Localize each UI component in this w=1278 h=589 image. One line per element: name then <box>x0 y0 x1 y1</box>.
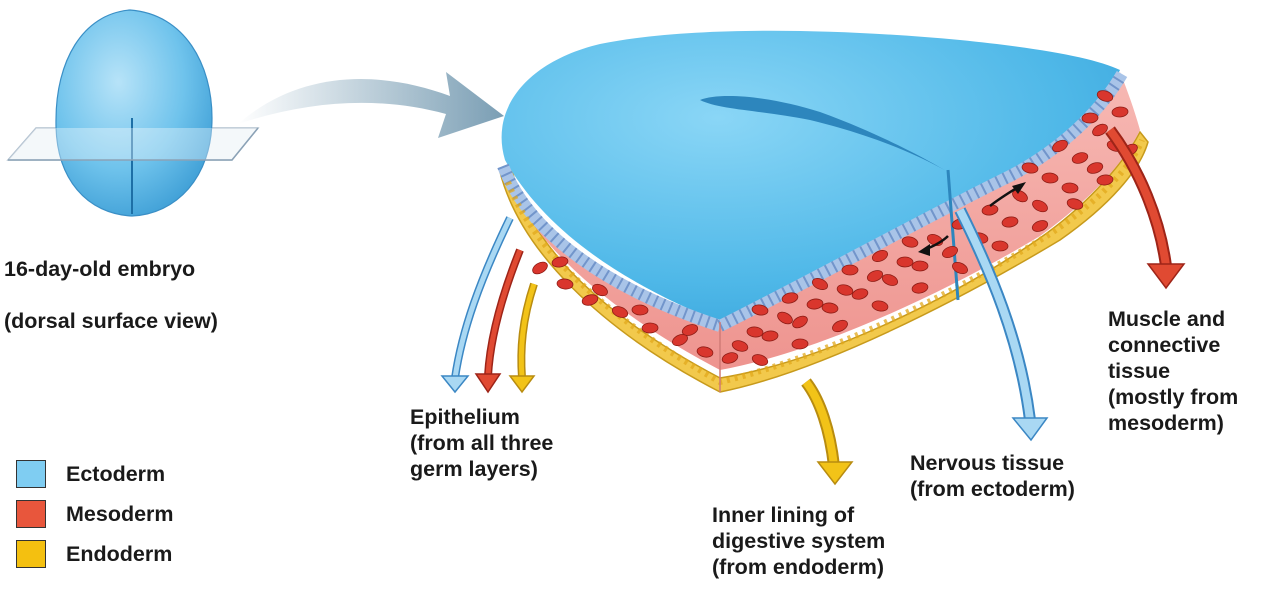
embryo-illustration <box>8 10 258 216</box>
embryo-caption: 16-day-old embryo (dorsal surface view) <box>4 230 218 360</box>
arrowhead-red-icon <box>476 374 500 392</box>
arrowhead-yellow-icon <box>818 462 852 484</box>
legend-label-ectoderm: Ectoderm <box>66 462 165 487</box>
mesoderm-cell <box>992 241 1008 252</box>
epithelium-arrows <box>442 218 534 392</box>
nervous-tissue-label: Nervous tissue (from ectoderm) <box>910 450 1075 502</box>
arrowhead-yellow-icon <box>510 376 534 392</box>
legend-label-mesoderm: Mesoderm <box>66 502 174 527</box>
arrowhead-blue-icon <box>1013 418 1047 440</box>
arrowhead-blue-icon <box>442 376 468 392</box>
legend: Ectoderm Mesoderm Endoderm <box>16 454 174 574</box>
muscle-connective-arrow <box>1110 130 1184 288</box>
transition-arrow-icon <box>238 72 504 138</box>
embryo-caption-line1: 16-day-old embryo <box>4 256 218 282</box>
mesoderm-cell <box>531 260 550 277</box>
legend-item-ectoderm: Ectoderm <box>16 454 174 494</box>
muscle-connective-label: Muscle and connective tissue (mostly fro… <box>1108 306 1238 436</box>
legend-item-endoderm: Endoderm <box>16 534 174 574</box>
legend-swatch-endoderm <box>16 540 46 568</box>
mesoderm-cell <box>842 265 858 275</box>
legend-item-mesoderm: Mesoderm <box>16 494 174 534</box>
epithelium-label: Epithelium (from all three germ layers) <box>410 404 553 482</box>
embryo-section-block <box>500 31 1148 392</box>
legend-label-endoderm: Endoderm <box>66 542 172 567</box>
arrowhead-red-icon <box>1148 264 1184 288</box>
mesoderm-cell <box>642 323 658 334</box>
embryo-caption-line2: (dorsal surface view) <box>4 308 218 334</box>
mesoderm-cell <box>897 257 913 267</box>
legend-swatch-ectoderm <box>16 460 46 488</box>
inner-lining-label: Inner lining of digestive system (from e… <box>712 502 885 580</box>
inner-lining-arrow <box>806 382 852 484</box>
legend-swatch-mesoderm <box>16 500 46 528</box>
mesoderm-cell <box>912 261 928 271</box>
